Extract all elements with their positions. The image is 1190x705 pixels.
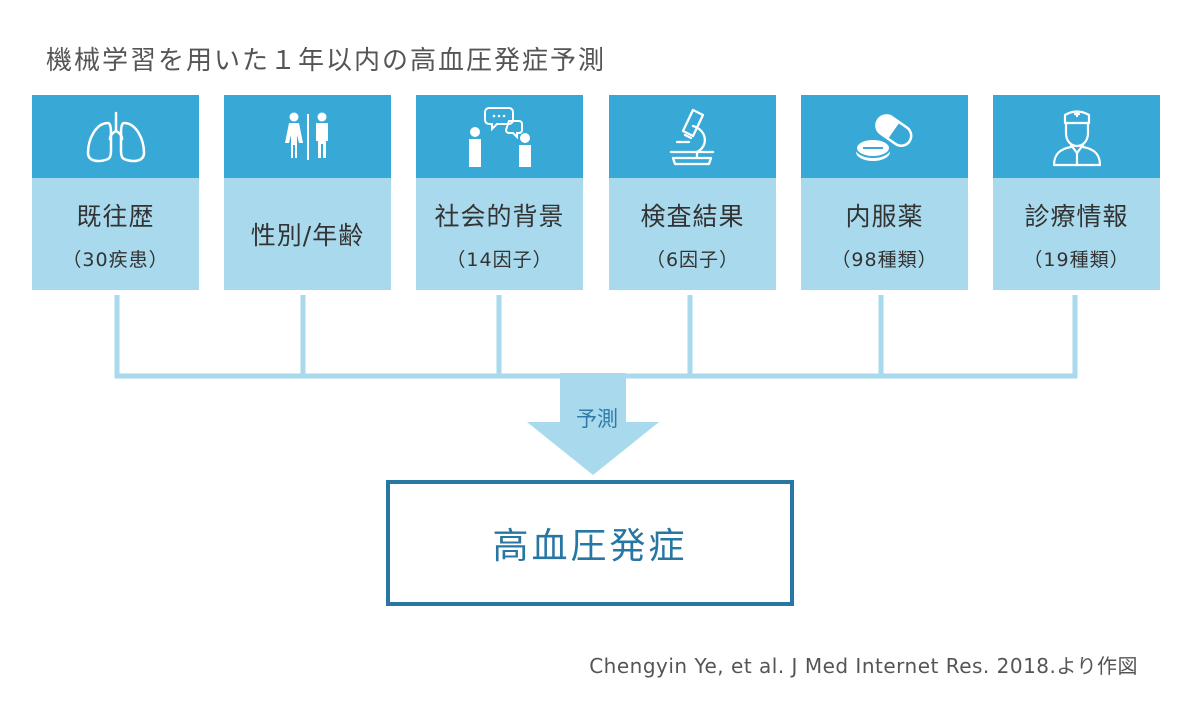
card-text-area: 既往歴 （30疾患）	[32, 178, 199, 290]
category-card-social-background: 社会的背景 （14因子）	[416, 95, 583, 290]
category-label: 診療情報	[1024, 201, 1129, 231]
result-label: 高血圧発症	[492, 526, 688, 567]
result-box: 高血圧発症	[386, 480, 794, 606]
category-count: （98種類）	[831, 248, 938, 271]
card-text-area: 診療情報 （19種類）	[993, 178, 1160, 290]
category-count: （14因子）	[446, 248, 553, 271]
card-icon-area	[224, 95, 391, 178]
category-count: （6因子）	[645, 248, 740, 271]
card-text-area: 内服薬 （98種類）	[801, 178, 968, 290]
category-label: 既往歴	[76, 201, 155, 231]
category-card-medical-history: 既往歴 （30疾患）	[32, 95, 199, 290]
card-icon-area	[416, 95, 583, 178]
page-title: 機械学習を用いた１年以内の高血圧発症予測	[46, 46, 607, 76]
pills-icon	[854, 113, 912, 161]
category-label: 検査結果	[640, 201, 745, 231]
category-count: （30疾患）	[62, 248, 169, 271]
card-text-area: 検査結果 （6因子）	[609, 178, 776, 290]
category-card-test-results: 検査結果 （6因子）	[609, 95, 776, 290]
category-label: 社会的背景	[434, 201, 565, 231]
people-talking-icon	[468, 106, 531, 167]
card-icon-area	[801, 95, 968, 178]
card-icon-area	[32, 95, 199, 178]
category-card-medications: 内服薬 （98種類）	[801, 95, 968, 290]
category-count: （19種類）	[1023, 248, 1130, 271]
category-label: 内服薬	[845, 201, 924, 231]
restroom-icon	[284, 112, 328, 160]
lungs-icon	[86, 111, 145, 162]
category-label: 性別/年齢	[250, 221, 365, 250]
citation: Chengyin Ye, et al. J Med Internet Res. …	[589, 654, 1138, 678]
category-card-clinical-info: 診療情報 （19種類）	[993, 95, 1160, 290]
card-text-area: 性別/年齢	[224, 178, 391, 290]
microscope-icon	[669, 108, 714, 165]
arrow-label: 予測	[576, 407, 618, 431]
card-icon-area	[609, 95, 776, 178]
category-card-sex-age: 性別/年齢	[224, 95, 391, 290]
nurse-icon	[1052, 109, 1101, 166]
down-arrow	[527, 373, 659, 475]
card-text-area: 社会的背景 （14因子）	[416, 178, 583, 290]
card-icon-area	[993, 95, 1160, 178]
